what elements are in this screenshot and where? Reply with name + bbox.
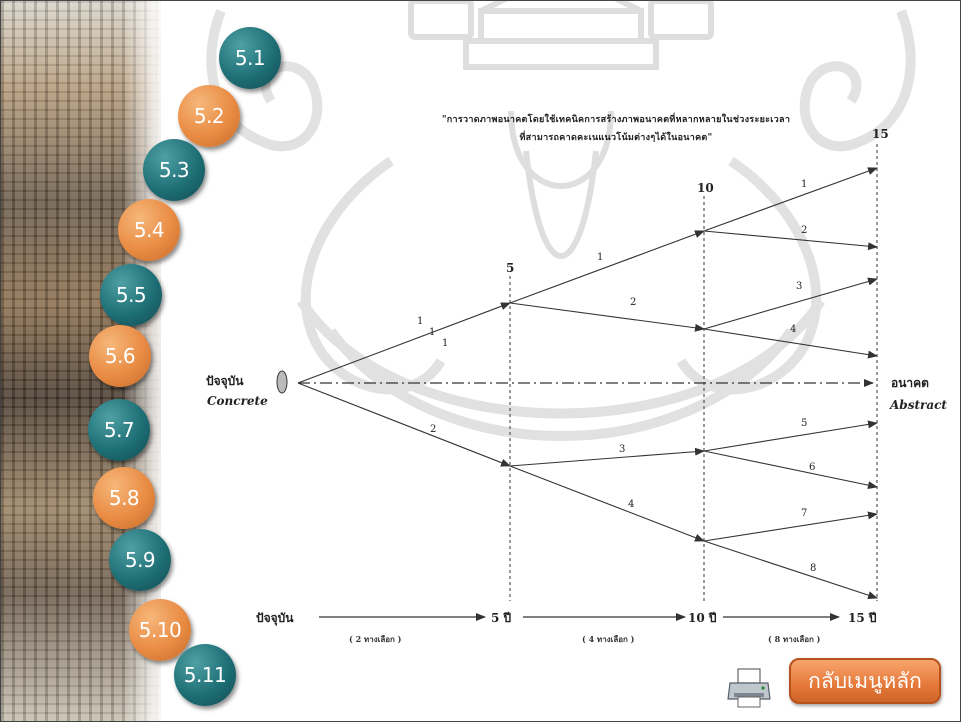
branch-num: 2 [630,297,637,308]
branch-num: 1 [442,338,449,349]
branch-num: 1 [417,316,424,327]
branch-num: 6 [809,462,816,473]
node-label-10: 10 [697,181,714,195]
menu-item-5-2[interactable]: 5.2 [178,85,240,147]
branch-num: 7 [801,508,808,519]
menu-item-5-3[interactable]: 5.3 [143,139,205,201]
timeline-segment-1: ( 2 ทางเลือก ) [349,634,402,644]
diagram-title-line-1: "การวาดภาพอนาคตโดยใช้เทคนิคการสร้างภาพอน… [441,115,791,125]
timeline-segment-3: ( 8 ทางเลือก ) [768,634,821,644]
menu-item-5-11[interactable]: 5.11 [174,644,236,706]
branch-num: 1 [429,327,436,338]
branch-num: 3 [619,444,626,455]
menu-item-5-9[interactable]: 5.9 [109,529,171,591]
branch-num: 1 [597,252,604,263]
future-label: อนาคต [891,376,929,390]
menu-item-5-10[interactable]: 5.10 [129,599,191,661]
branch-num: 2 [430,424,437,435]
branch-num: 4 [628,499,635,510]
present-label-en: Concrete [207,394,268,408]
origin-node [276,370,288,394]
menu-item-5-4[interactable]: 5.4 [118,199,180,261]
menu-item-5-6[interactable]: 5.6 [89,325,151,387]
branch-num: 5 [801,418,808,429]
branch-num: 4 [790,324,797,335]
branch-num: 8 [810,563,817,574]
timeline-5-years: 5 ปี [491,611,512,625]
menu-item-5-7[interactable]: 5.7 [88,399,150,461]
menu-item-5-1[interactable]: 5.1 [219,27,281,89]
menu-item-5-5[interactable]: 5.5 [100,264,162,326]
timeline-start: ปัจจุบัน [256,611,294,625]
menu-item-5-8[interactable]: 5.8 [93,467,155,529]
printer-icon[interactable] [726,667,772,709]
branch-num: 3 [796,281,803,292]
timeline-15-years: 15 ปี [848,611,877,625]
future-label-en: Abstract [890,398,947,412]
present-label: ปัจจุบัน [206,374,244,388]
timeline-segment-2: ( 4 ทางเลือก ) [582,634,635,644]
branch-num: 1 [801,179,808,190]
node-label-15: 15 [872,127,889,141]
timeline-10-years: 10 ปี [688,611,717,625]
back-to-main-menu-button[interactable]: กลับเมนูหลัก [789,658,941,704]
branch-num: 2 [801,225,808,236]
node-label-5: 5 [506,261,515,275]
diagram-title-line-2: ที่สามารถคาดคะเนแนวโน้มต่างๆได้ในอนาคต" [519,133,713,143]
